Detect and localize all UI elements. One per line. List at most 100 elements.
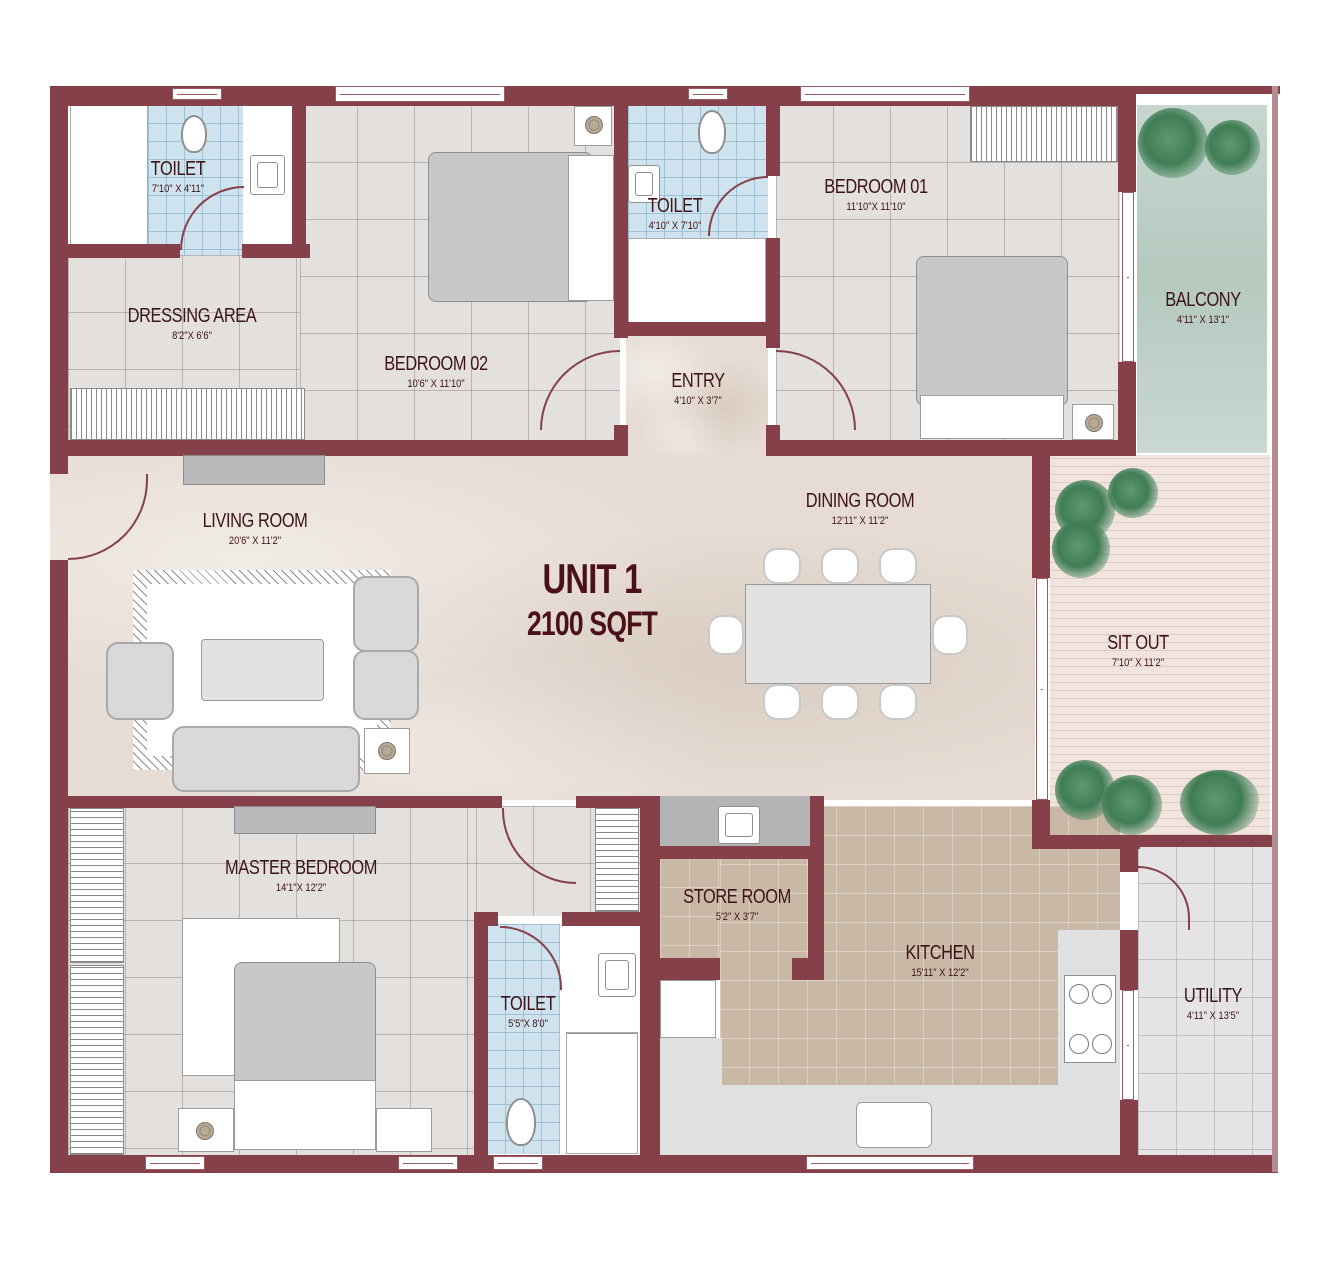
- room-dimensions: 12'11" X 11'2": [831, 515, 889, 527]
- wardrobe-bedroom-01: [970, 106, 1118, 162]
- toilet-n-shower: [628, 238, 766, 323]
- bed-bedroom-02: [428, 152, 593, 302]
- plant-sitout-5: [1102, 775, 1162, 835]
- room-dimensions: 5'5"X 8'0": [508, 1018, 548, 1030]
- kitchen-counter-west: [660, 1038, 722, 1088]
- room-dimensions: 7'10" X 11'2": [1111, 657, 1165, 669]
- toilet-n-sink: [628, 165, 660, 203]
- room-label-store-room: STORE ROOM 5'2" X 3'7": [671, 886, 802, 923]
- room-label-toilet-n: TOILET 4'10" X 7'10": [642, 195, 709, 232]
- wall-store-south-west: [656, 958, 720, 980]
- plant-sitout-2: [1108, 468, 1158, 518]
- room-label-kitchen: KITCHEN 15'11" X 12'2": [898, 942, 982, 979]
- burner-2: [1092, 984, 1112, 1004]
- coffee-table-living: [201, 639, 324, 701]
- room-name: BEDROOM 01: [824, 176, 928, 198]
- lamp-living: [378, 742, 396, 760]
- wall-east: [1272, 86, 1278, 1172]
- plant-balcony-1: [1138, 108, 1208, 178]
- wall-bed01-south: [766, 440, 1136, 456]
- burner-4: [1092, 1034, 1112, 1054]
- room-label-dining-room: DINING ROOM 12'11" X 11'2": [794, 490, 926, 527]
- headboard-master: [234, 1080, 376, 1150]
- room-name: KITCHEN: [905, 942, 975, 964]
- window-bedroom-01: [800, 86, 970, 102]
- armchair-living-west: [106, 642, 174, 720]
- room-dimensions: 5'2" X 3'7": [715, 911, 759, 923]
- room-dimensions: 4'11" X 13'1": [1176, 314, 1230, 326]
- dining-chair-s1: [763, 684, 801, 720]
- kitchen-sink: [856, 1102, 932, 1148]
- sofa-living-east-1: [353, 576, 419, 652]
- dining-chair-s2: [821, 684, 859, 720]
- window-toilet-s: [493, 1156, 543, 1170]
- room-name: DINING ROOM: [805, 490, 915, 512]
- toilet-s-sink: [598, 953, 636, 997]
- room-label-balcony: BALCONY 4'11" X 13'1": [1157, 289, 1249, 326]
- wall-bed02-east-low: [614, 425, 628, 455]
- dining-chair-n1: [763, 548, 801, 584]
- wall-toilet-n-east-2: [766, 238, 780, 348]
- refrigerator: [660, 980, 716, 1038]
- room-label-living-room: LIVING ROOM 20'6" X 11'2": [191, 510, 319, 547]
- sliding-door-balcony: [1122, 192, 1134, 362]
- wardrobe-master-2: [70, 965, 124, 1155]
- window-master-1: [145, 1156, 205, 1170]
- bed-bedroom-01: [916, 256, 1068, 406]
- plant-sitout-3: [1052, 520, 1110, 578]
- window-master-2: [398, 1156, 458, 1170]
- wall-utility-west: [1120, 840, 1138, 872]
- plant-balcony-2: [1205, 120, 1260, 175]
- room-name: BEDROOM 02: [384, 353, 488, 375]
- toilet-s-wc: [506, 1098, 536, 1146]
- tv-unit-master: [234, 806, 376, 834]
- sofa-living-south: [172, 726, 360, 792]
- room-label-entry: ENTRY 4'10" X 3'7": [666, 370, 731, 407]
- room-name: DRESSING AREA: [127, 305, 257, 327]
- window-toilet-n: [688, 88, 728, 100]
- room-name: UTILITY: [1183, 985, 1243, 1007]
- entry-floor: [626, 335, 768, 455]
- nightstand-master-left: [178, 1108, 234, 1152]
- room-name: BALCONY: [1165, 289, 1241, 311]
- room-label-utility: UTILITY 4'11" X 13'5": [1178, 985, 1249, 1022]
- nightstand-master-right: [376, 1108, 432, 1152]
- wardrobe-dressing-area: [70, 388, 305, 440]
- wall-store-south-east: [792, 958, 824, 980]
- headboard-bedroom-02: [568, 155, 614, 301]
- sliding-door-sitout: [1036, 578, 1048, 800]
- wall-west-lower: [50, 800, 68, 1172]
- room-label-master-bedroom: MASTER BEDROOM 14'1"X 12'2": [208, 857, 393, 894]
- wall-bed02-south: [50, 440, 628, 456]
- window-toilet-nw: [172, 88, 222, 100]
- wall-bed02-east: [614, 86, 628, 338]
- room-name: LIVING ROOM: [202, 510, 308, 532]
- footboard-bedroom-01: [920, 395, 1064, 439]
- wall-utility-west-3: [1120, 1100, 1138, 1170]
- wall-master-north-2: [576, 796, 660, 808]
- wall-bed01-east: [1118, 86, 1136, 192]
- wall-toilet-s-east: [640, 796, 660, 1172]
- wall-kitchen-north-east: [1032, 835, 1140, 849]
- wall-south: [50, 1155, 1278, 1173]
- toilet-nw-sink: [250, 155, 285, 195]
- wardrobe-master-1: [70, 808, 124, 963]
- room-dimensions: 4'10" X 3'7": [674, 395, 722, 407]
- dining-chair-n2: [821, 548, 859, 584]
- toilet-nw-wc: [181, 115, 207, 153]
- wardrobe-master-passage: [595, 808, 639, 912]
- toilet-nw-shower: [70, 105, 148, 245]
- room-label-bedroom-01: BEDROOM 01 11'10"X 11'10": [813, 176, 939, 213]
- window-bedroom-02: [335, 86, 505, 102]
- wall-bed01-east-low: [1118, 362, 1136, 454]
- window-kitchen: [806, 1156, 974, 1170]
- burner-1: [1069, 984, 1089, 1004]
- window-utility: [1122, 990, 1134, 1100]
- room-dimensions: 7'10" X 4'11": [151, 183, 205, 195]
- tv-unit-living: [183, 455, 325, 485]
- room-dimensions: 8'2"X 6'6": [172, 330, 212, 342]
- toilet-n-wc: [698, 110, 726, 154]
- wall-master-north: [50, 796, 502, 808]
- sofa-living-east-2: [353, 650, 419, 720]
